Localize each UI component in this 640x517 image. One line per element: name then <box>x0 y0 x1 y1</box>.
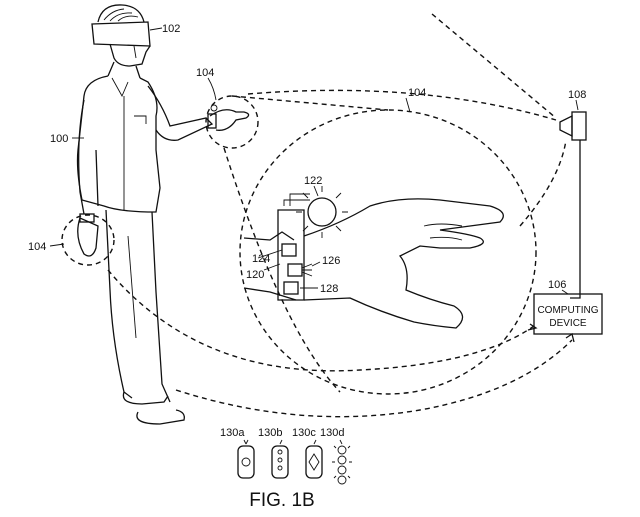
signal-line-hmd <box>175 339 573 418</box>
leader-102 <box>149 27 163 31</box>
label-130c: 130c <box>292 427 316 439</box>
label-108: 108 <box>568 89 586 101</box>
camera-view-line-hand <box>519 139 567 227</box>
label-100: 100 <box>50 133 68 145</box>
label-122: 122 <box>304 175 322 187</box>
hair-strokes <box>103 8 139 22</box>
leader-126 <box>311 261 321 267</box>
variant-a <box>237 445 255 479</box>
extended-arm <box>147 85 214 141</box>
label-106: 106 <box>548 279 566 291</box>
label-104-lower: 104 <box>28 241 46 253</box>
head-outline <box>97 4 145 23</box>
light-source <box>307 197 337 227</box>
shoe-back <box>122 391 169 405</box>
face-outline <box>109 43 151 67</box>
hanging-arm <box>78 99 99 215</box>
camera <box>559 111 587 141</box>
leader-108 <box>575 99 579 111</box>
leader-120 <box>263 263 281 271</box>
battery-chip <box>283 281 299 295</box>
lower-hand <box>77 217 99 257</box>
variant-rays <box>243 439 343 445</box>
figure-caption: FIG. 1B <box>249 490 314 511</box>
label-104-upper: 104 <box>196 67 214 79</box>
legs <box>105 209 171 403</box>
glove-circle-lower <box>61 214 115 266</box>
zoom-circle <box>239 109 537 395</box>
camera-lens <box>559 114 573 138</box>
head-mounted-display <box>91 21 151 47</box>
circuit-traces <box>283 193 310 206</box>
label-102: 102 <box>162 23 180 35</box>
glove-variants <box>237 439 352 485</box>
label-128: 128 <box>320 283 338 295</box>
signal-line-lower-glove <box>107 269 535 372</box>
leader-104-upper <box>207 77 217 101</box>
variant-d <box>332 445 352 485</box>
variant-c-diamond <box>308 453 320 471</box>
leader-104-lower <box>49 243 65 247</box>
zoomed-glove <box>243 186 504 329</box>
leader-104-zoom <box>405 97 411 113</box>
label-130a: 130a <box>220 427 245 439</box>
label-104-zoom: 104 <box>408 87 426 99</box>
neck <box>107 61 141 79</box>
label-126: 126 <box>322 255 340 267</box>
label-124: 124 <box>252 253 270 265</box>
glove-circle-upper <box>205 95 259 149</box>
hand-outline <box>303 198 504 329</box>
light-rays <box>296 186 348 238</box>
finger-lines <box>423 223 463 241</box>
variant-c <box>305 445 323 479</box>
variant-b-light3 <box>277 465 283 471</box>
shoe-front <box>136 409 185 425</box>
shirt-pocket <box>134 115 147 124</box>
computing-device-line2: DEVICE <box>549 318 587 329</box>
sensor-lines <box>301 263 313 277</box>
camera-view-line-top <box>431 13 557 119</box>
leader-124 <box>257 249 283 259</box>
leg-crease <box>127 235 137 339</box>
strap <box>133 45 137 59</box>
variant-a-light <box>241 457 251 467</box>
wristband <box>243 231 297 301</box>
shirt-collar <box>111 77 129 210</box>
sensor-chip <box>287 263 303 277</box>
leader-106 <box>561 289 569 295</box>
computing-device-line1: COMPUTING <box>537 305 598 316</box>
camera-body <box>571 111 587 141</box>
label-120: 120 <box>246 269 264 281</box>
glove-light-upper <box>210 104 218 112</box>
extended-hand <box>209 109 250 131</box>
arrow-heads <box>527 323 575 343</box>
variant-b-light1 <box>277 449 283 455</box>
label-130b: 130b <box>258 427 282 439</box>
controller-chip <box>281 243 297 257</box>
wrist-device-upper <box>207 113 217 129</box>
variant-b-light2 <box>277 457 283 463</box>
camera-cable <box>570 140 581 299</box>
user-figure <box>76 4 250 425</box>
camera-view-line-glove <box>247 89 557 121</box>
zoom-line-bottom <box>223 147 341 393</box>
variant-b <box>271 445 289 479</box>
shirt <box>76 75 161 213</box>
wrist-device-lower <box>79 213 95 223</box>
label-130d: 130d <box>320 427 344 439</box>
leader-122 <box>313 185 319 197</box>
zoom-line-top <box>231 95 389 111</box>
